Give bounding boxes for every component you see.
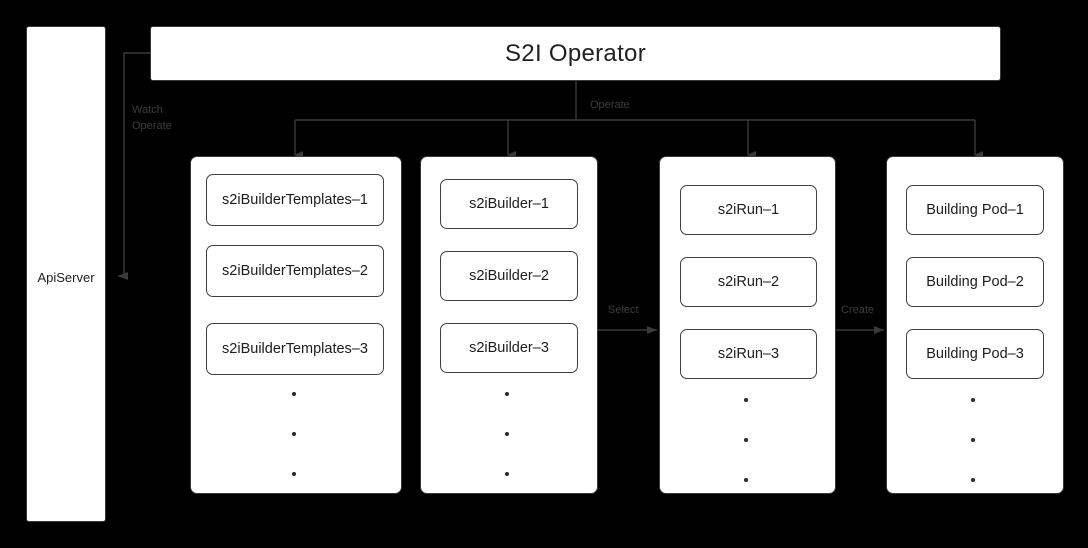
- column-s2irun[interactable]: s2iRun–1 s2iRun–2 s2iRun–3: [659, 156, 836, 494]
- ellipsis-dots: [502, 392, 512, 476]
- ellipsis-dots: [968, 398, 978, 482]
- dot: [505, 432, 509, 436]
- column-s2ibuilder[interactable]: s2iBuilder–1 s2iBuilder–2 s2iBuilder–3: [420, 156, 598, 494]
- dot: [505, 472, 509, 476]
- apiserver-box[interactable]: ApiServer: [26, 26, 106, 522]
- s2i-operator-box[interactable]: S2I Operator: [150, 26, 1001, 81]
- list-item[interactable]: Building Pod–1: [906, 185, 1044, 235]
- column-building-pod[interactable]: Building Pod–1 Building Pod–2 Building P…: [886, 156, 1064, 494]
- list-item[interactable]: s2iBuilderTemplates–1: [206, 174, 384, 226]
- list-item[interactable]: s2iBuilderTemplates–3: [206, 323, 384, 375]
- dot: [971, 398, 975, 402]
- edge-label-operate: Operate: [590, 99, 630, 111]
- list-item[interactable]: s2iBuilder–2: [440, 251, 578, 301]
- dot: [744, 398, 748, 402]
- ellipsis-dots: [741, 398, 751, 482]
- dot: [744, 438, 748, 442]
- apiserver-label: ApiServer: [37, 270, 95, 285]
- column-s2ibuildertemplates[interactable]: s2iBuilderTemplates–1 s2iBuilderTemplate…: [190, 156, 402, 494]
- list-item[interactable]: Building Pod–3: [906, 329, 1044, 379]
- list-item[interactable]: s2iBuilderTemplates–2: [206, 245, 384, 297]
- page-title: S2I Operator: [504, 39, 646, 67]
- list-item[interactable]: s2iRun–1: [680, 185, 817, 235]
- ellipsis-dots: [289, 392, 299, 476]
- edge-label-select: Select: [608, 304, 639, 316]
- list-item[interactable]: s2iRun–3: [680, 329, 817, 379]
- dot: [292, 392, 296, 396]
- dot: [292, 432, 296, 436]
- dot: [971, 438, 975, 442]
- dot: [292, 472, 296, 476]
- list-item[interactable]: Building Pod–2: [906, 257, 1044, 307]
- dot: [971, 478, 975, 482]
- dot: [744, 478, 748, 482]
- list-item[interactable]: s2iBuilder–3: [440, 323, 578, 373]
- dot: [505, 392, 509, 396]
- edge-label-create: Create: [841, 304, 875, 316]
- list-item[interactable]: s2iBuilder–1: [440, 179, 578, 229]
- list-item[interactable]: s2iRun–2: [680, 257, 817, 307]
- edge-label-watch-operate: Watch Operate: [132, 104, 172, 132]
